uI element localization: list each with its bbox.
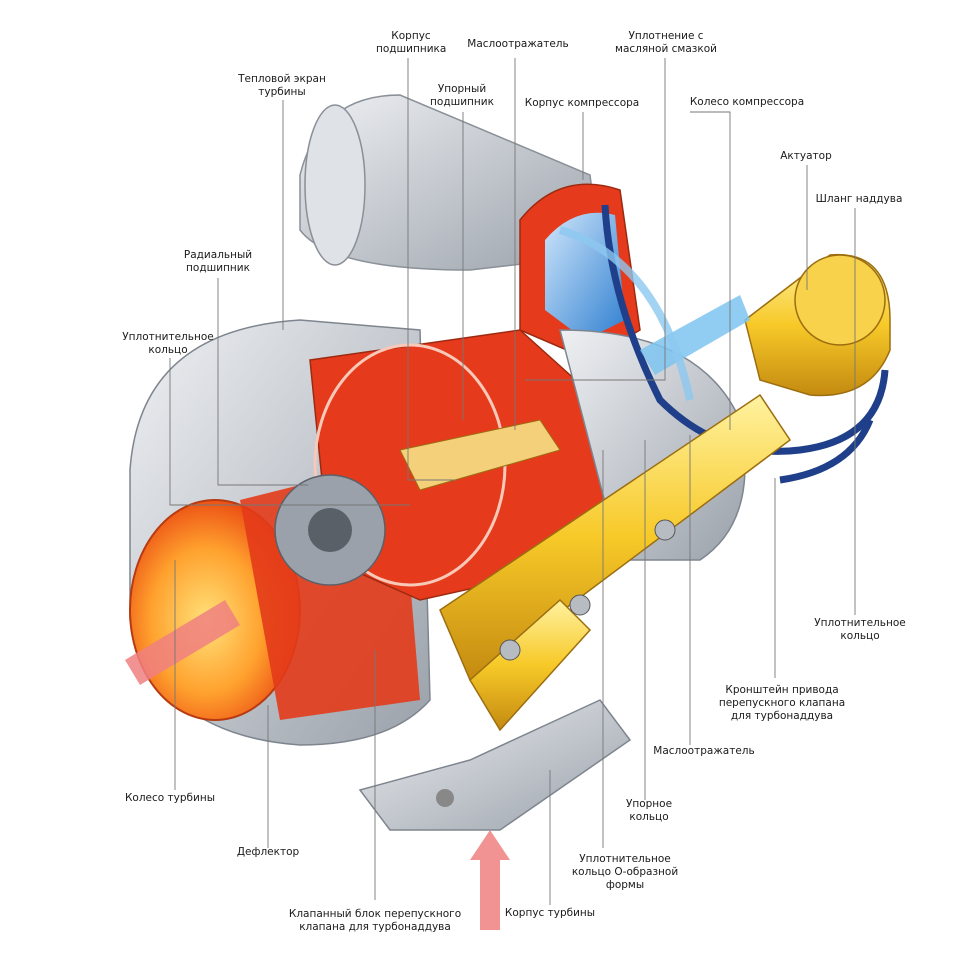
label-wastegate-bracket: Кронштейн привода перепускного клапана д… bbox=[718, 684, 846, 722]
label-turbine-heat-shield: Тепловой экран турбины bbox=[238, 73, 326, 98]
actuator bbox=[744, 253, 891, 397]
label-boost-hose: Шланг наддува bbox=[815, 193, 903, 205]
label-oil-seal: Уплотнение с масляной смазкой bbox=[615, 30, 717, 55]
label-thrust-bearing: Упорный подшипник bbox=[430, 83, 494, 108]
label-turbine-wheel: Колесо турбины bbox=[124, 792, 216, 804]
exhaust-out-arrow bbox=[125, 600, 240, 685]
turbine-flange bbox=[358, 699, 632, 831]
label-journal-bearing: Радиальный подшипник bbox=[183, 249, 253, 274]
label-o-ring: Уплотнительное кольцо О-образной формы bbox=[571, 853, 679, 891]
label-compressor-housing: Корпус компрессора bbox=[524, 97, 640, 109]
label-compressor-wheel: Колесо компрессора bbox=[689, 96, 805, 108]
air-in-arrow bbox=[640, 295, 750, 375]
label-wastegate-valve-block: Клапанный блок перепускного клапана для … bbox=[288, 908, 462, 933]
label-deflector: Дефлектор bbox=[236, 846, 300, 858]
label-seal-ring-left: Уплотнительное кольцо bbox=[122, 331, 214, 356]
label-turbine-housing: Корпус турбины bbox=[504, 907, 596, 919]
label-actuator: Актуатор bbox=[780, 150, 832, 162]
label-bearing-housing: Корпус подшипника bbox=[376, 30, 447, 55]
label-oil-deflector-bottom: Маслоотражатель bbox=[653, 745, 755, 757]
exhaust-in-arrow bbox=[470, 830, 510, 930]
label-oil-deflector-top: Маслоотражатель bbox=[467, 38, 569, 50]
turbine-wheel bbox=[274, 474, 386, 586]
leader-lines bbox=[169, 58, 856, 905]
wastegate-bracket bbox=[439, 393, 792, 732]
label-thrust-ring: Упорное кольцо bbox=[625, 798, 673, 823]
label-seal-ring-right: Уплотнительное кольцо bbox=[814, 617, 906, 642]
